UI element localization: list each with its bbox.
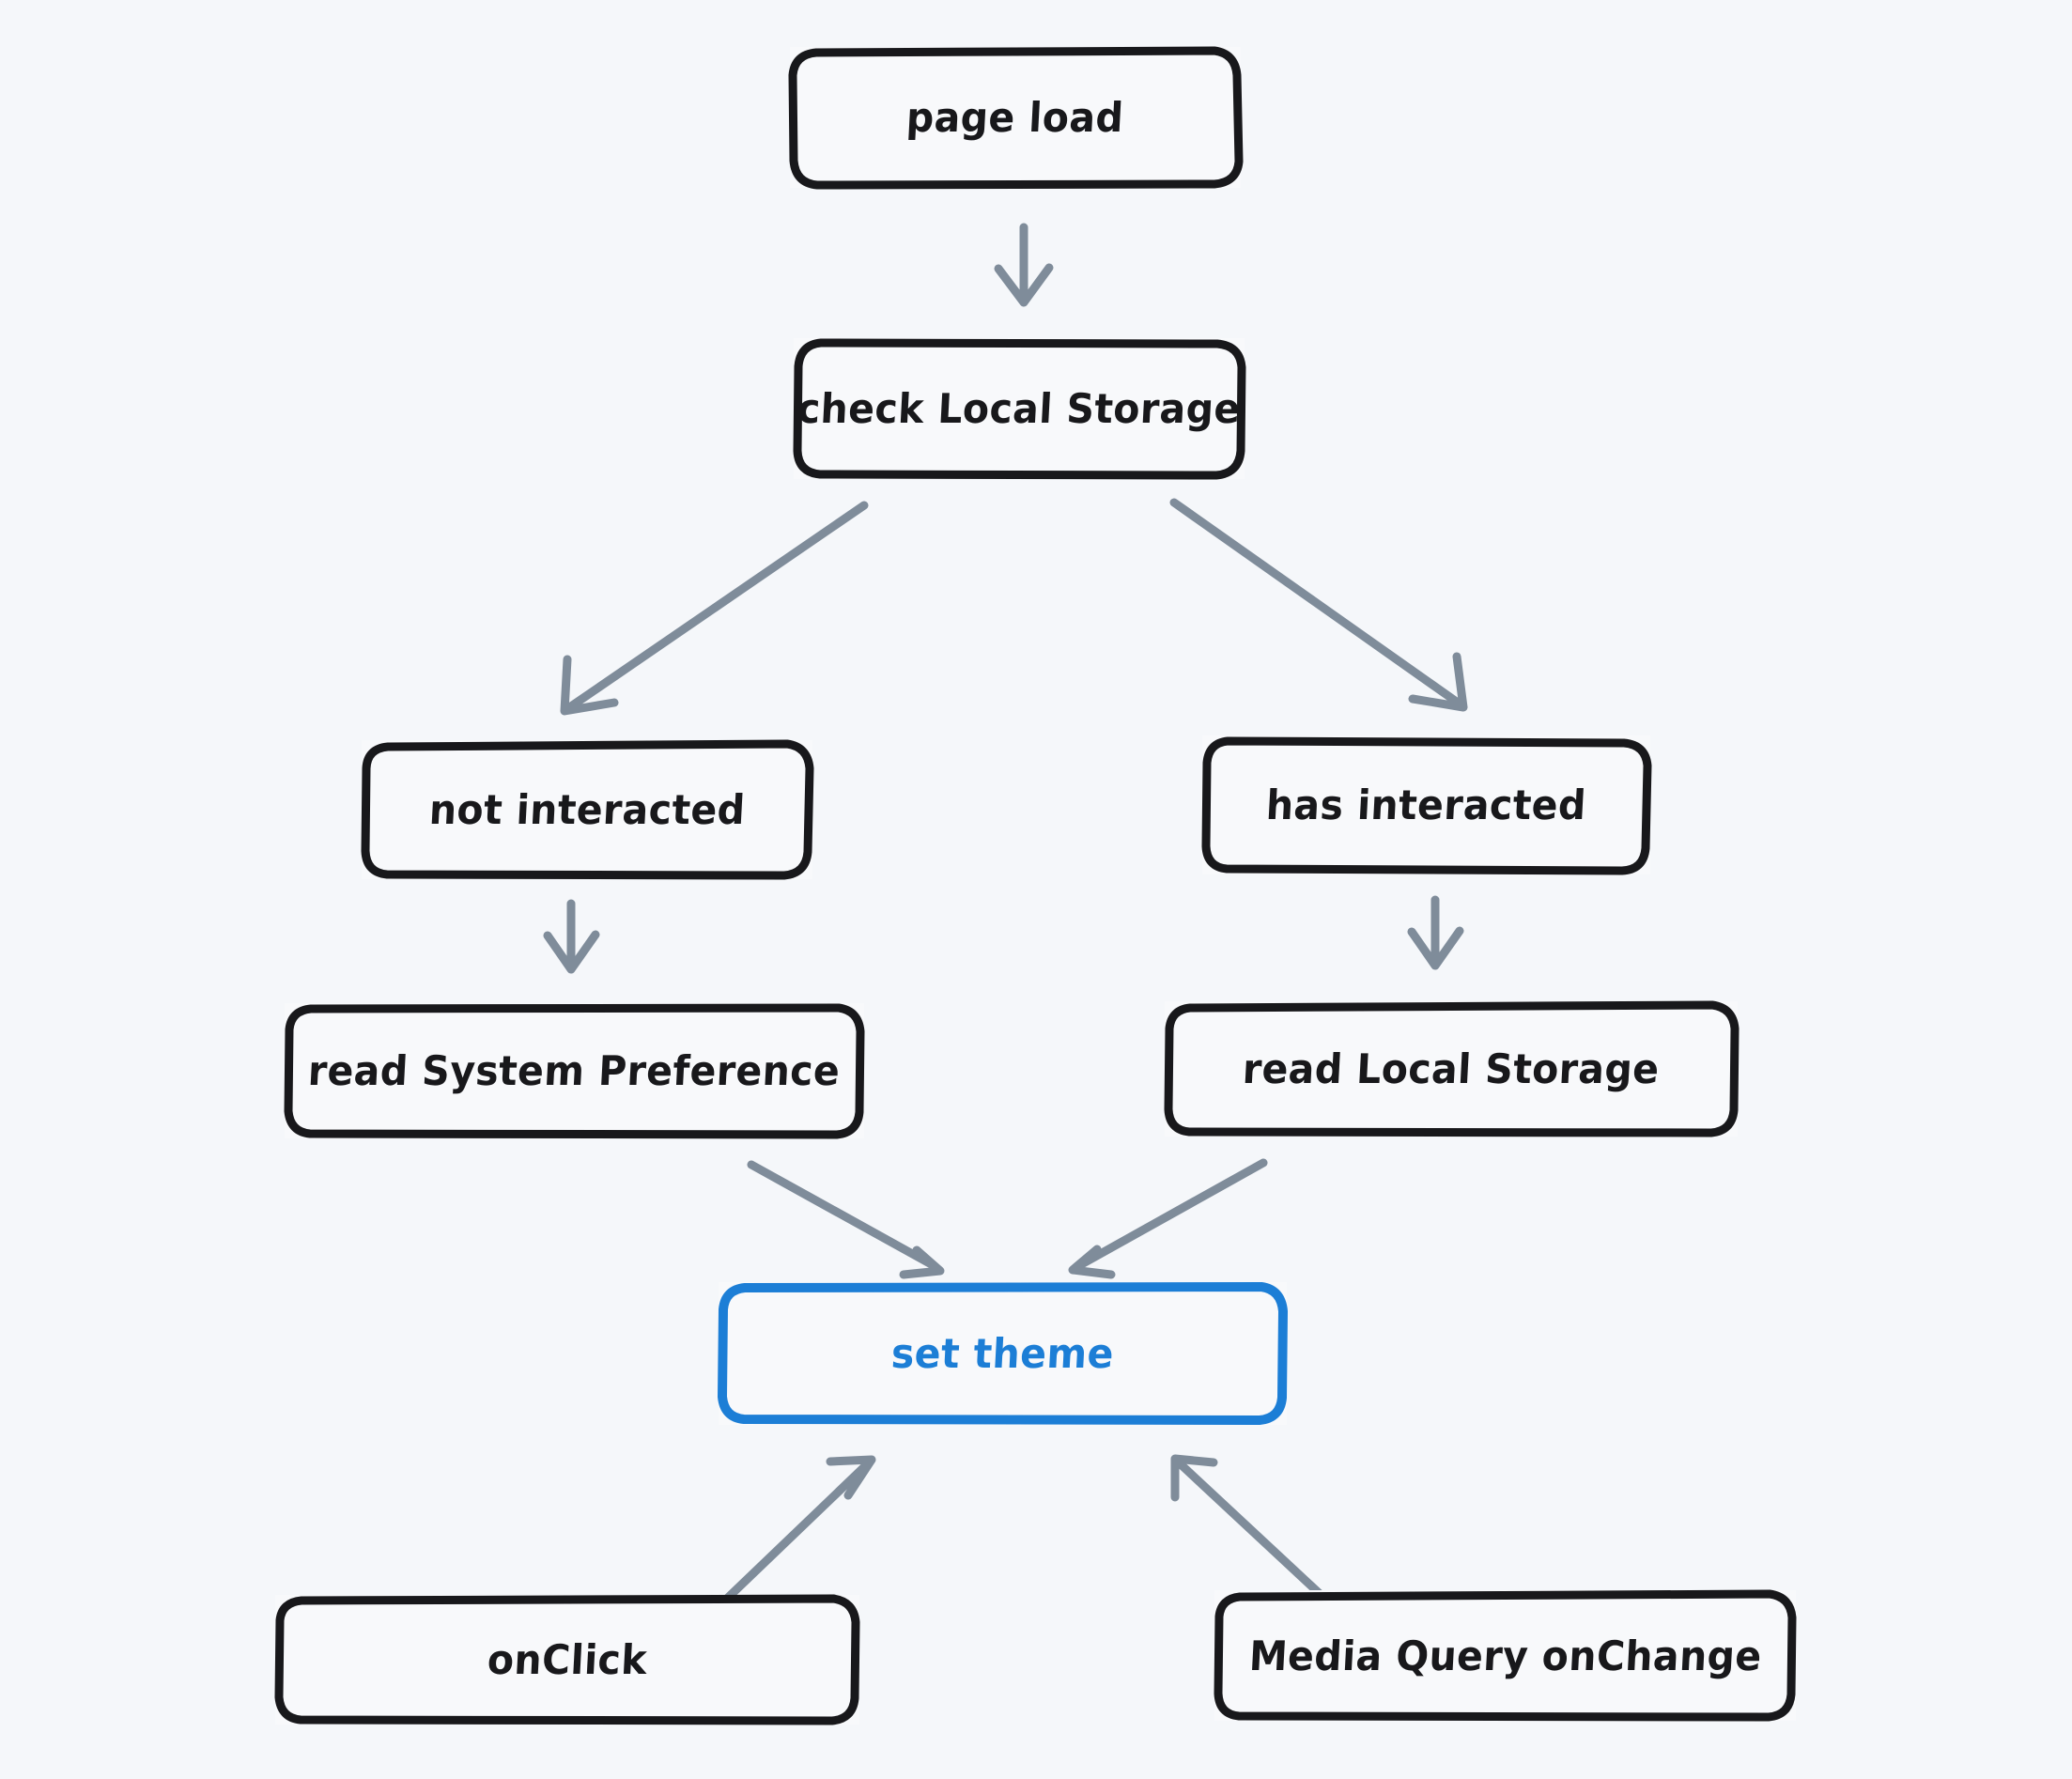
node-outline [284,1003,865,1139]
node-on-click[interactable]: onClick [274,1594,860,1725]
node-media-query-onchange[interactable]: Media Query onChange [1214,1589,1797,1722]
edge-read-local-storage-to-set-theme [1068,1158,1268,1279]
node-not-interacted[interactable]: not interacted [361,739,814,880]
node-outline [1214,1589,1797,1722]
node-outline [1201,736,1652,875]
node-outline [793,338,1246,480]
edge-page-load-to-check-local-storage [994,223,1054,307]
node-label: page load [905,93,1125,142]
node-read-system-preference[interactable]: read System Preference [284,1003,865,1139]
node-read-local-storage[interactable]: read Local Storage [1164,1000,1740,1137]
node-label: Media Query onChange [1247,1632,1763,1679]
edge-check-local-storage-to-has-interacted [1169,498,1468,712]
node-label: onClick [486,1635,649,1684]
node-has-interacted[interactable]: has interacted [1201,735,1652,875]
node-label: read System Preference [307,1046,842,1095]
node-outline [788,46,1244,190]
node-label: set theme [889,1329,1116,1378]
node-label: has interacted [1264,781,1588,829]
edge-read-system-preference-to-set-theme [747,1160,945,1279]
edge-check-local-storage-to-not-interacted [560,501,869,716]
node-check-local-storage[interactable]: check Local Storage [793,338,1246,480]
edge-not-interacted-to-read-system-preference [543,899,600,974]
node-page-load[interactable]: page load [788,46,1244,190]
node-label: not interacted [427,785,747,834]
node-outline [274,1594,860,1725]
node-label: read Local Storage [1241,1044,1662,1093]
node-label: check Local Storage [796,384,1243,433]
node-outline-accent [718,1282,1288,1425]
node-outline [361,739,814,880]
node-outline [1164,1000,1740,1137]
edge-has-interacted-to-read-local-storage [1407,895,1464,970]
node-set-theme[interactable]: set theme [718,1282,1288,1425]
edge-on-click-to-set-theme [703,1455,876,1622]
